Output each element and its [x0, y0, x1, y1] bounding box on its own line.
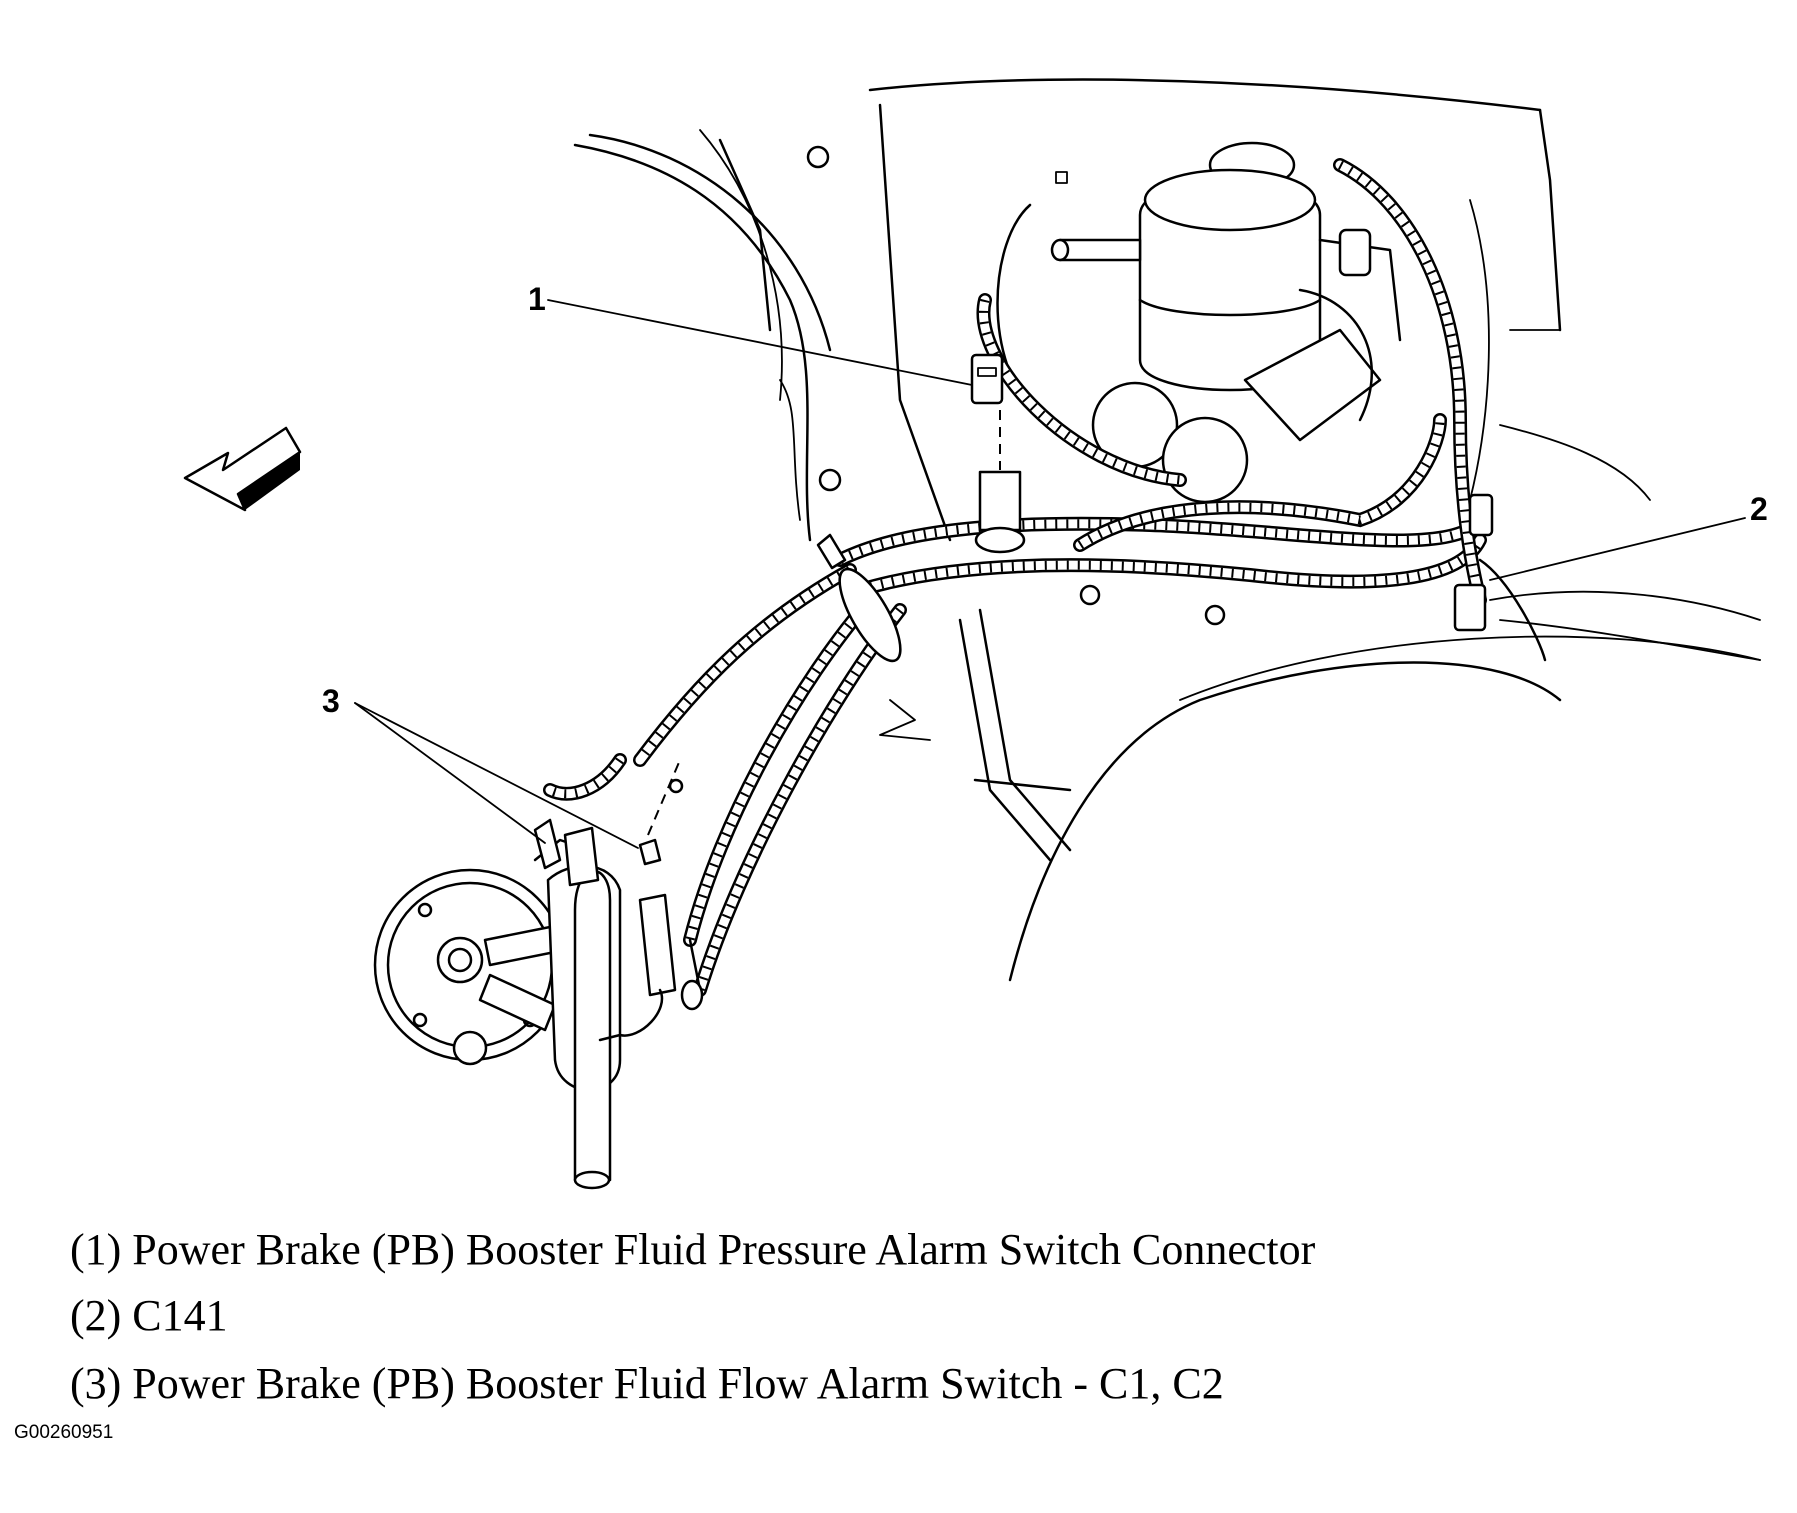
leader-lines	[354, 299, 1746, 849]
legend-item-2: (2) C141	[70, 1291, 228, 1340]
legend-item-3: (3) Power Brake (PB) Booster Fluid Flow …	[70, 1359, 1224, 1408]
master-cylinder-reservoir	[1050, 141, 1322, 392]
firewall-panel	[868, 78, 1562, 626]
direction-arrow-icon	[183, 426, 302, 512]
pump-hoses	[573, 870, 704, 1190]
brake-modulator-valve	[1091, 228, 1402, 504]
figure-id: G00260951	[14, 1422, 114, 1443]
callout-3-label: 3	[322, 683, 340, 719]
fender-panel	[573, 129, 842, 542]
pb-pressure-alarm-connector	[970, 353, 1026, 554]
main-wiring-harness	[543, 158, 1487, 997]
pb-flow-alarm-switches	[533, 759, 684, 887]
legend-item-1: (1) Power Brake (PB) Booster Fluid Press…	[70, 1225, 1316, 1274]
callout-2-label: 2	[1750, 491, 1768, 527]
callout-1-label: 1	[528, 281, 546, 317]
connector-c141	[1453, 493, 1761, 662]
wheel-well	[879, 424, 1761, 982]
